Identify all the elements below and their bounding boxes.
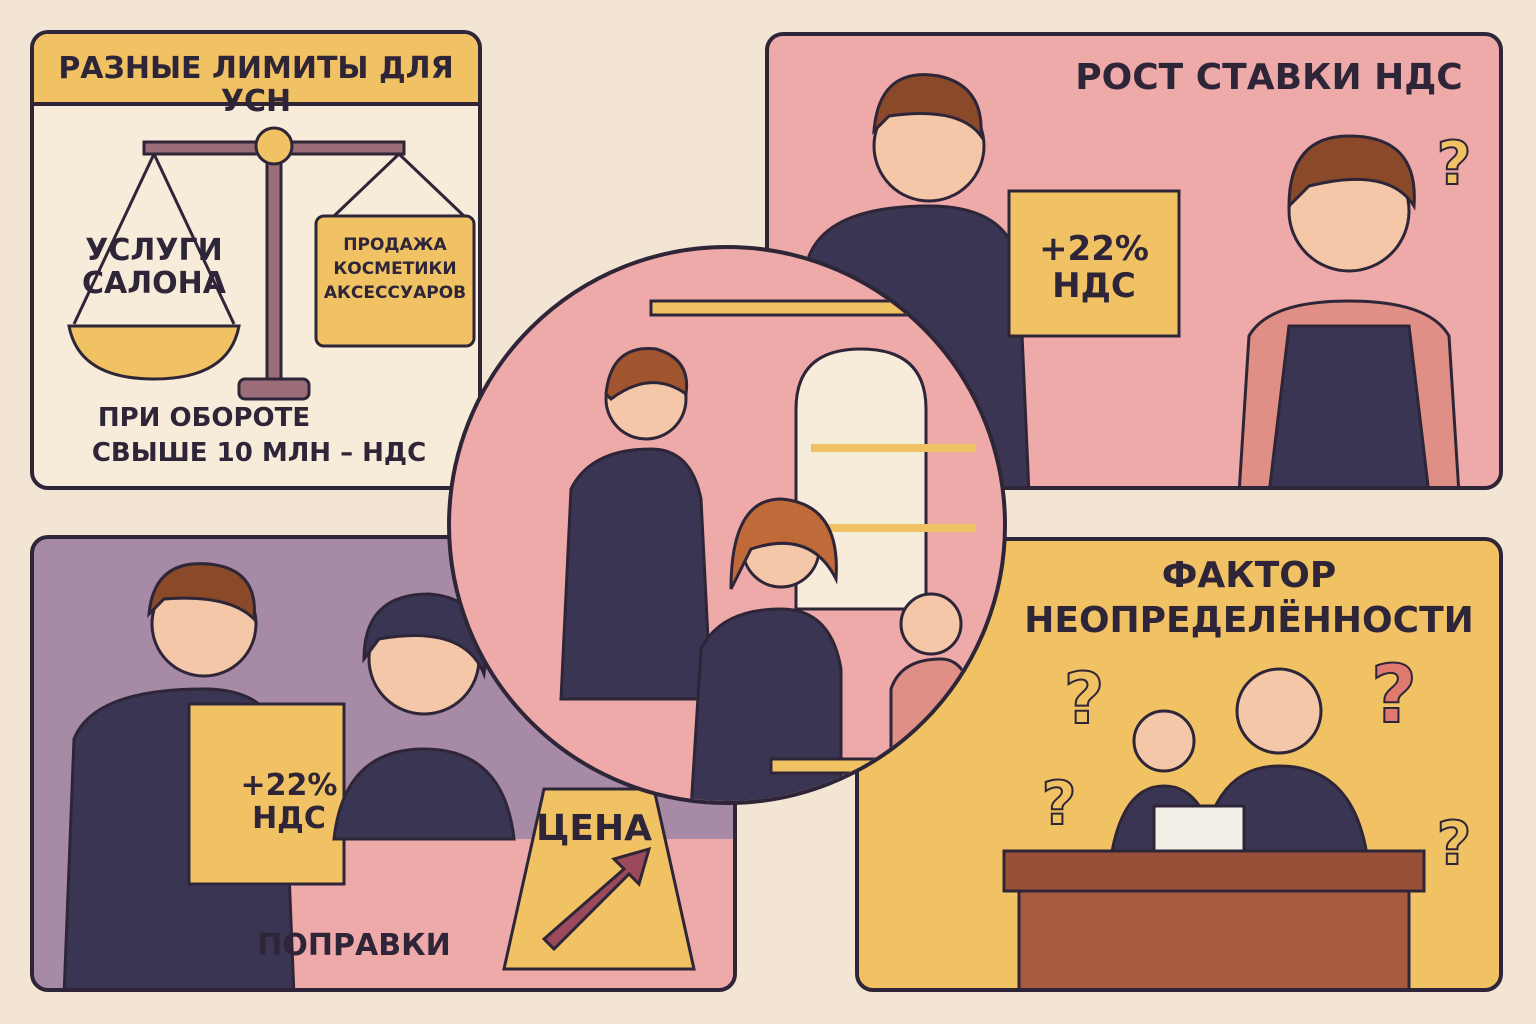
salon-illustration xyxy=(559,299,983,801)
question-mark: ? xyxy=(1041,769,1078,839)
caption-line2: СВЫШЕ 10 МЛН – НДС xyxy=(91,438,427,468)
panel-usn-limits: РАЗНЫЕ ЛИМИТЫ ДЛЯ УСН УСЛУГИ САЛОНА ПРОД… xyxy=(30,30,482,490)
vat-percent: +22% xyxy=(1039,229,1149,269)
panel-title-line2: НЕОПРЕДЕЛЁННОСТИ xyxy=(1024,600,1474,641)
vat-percent: +22% xyxy=(240,768,338,803)
caption-line1: ПРИ ОБОРОТЕ xyxy=(97,403,311,433)
question-mark: ? xyxy=(1063,658,1106,740)
panel-title-line1: ФАКТОР xyxy=(1161,555,1337,596)
panel-uncertainty: ФАКТОР НЕОПРЕДЕЛЁННОСТИ ? ? ? ? xyxy=(855,537,1503,992)
question-mark: ? xyxy=(1370,648,1418,741)
right-box-label: ПРОДАЖА КОСМЕТИКИ АКСЕССУАРОВ xyxy=(323,235,467,303)
panel-title-band xyxy=(34,34,478,106)
man-woman-price-illustration xyxy=(62,562,733,988)
panel-title: РОСТ СТАВКИ НДС xyxy=(1075,57,1463,98)
box-label: +22% НДС xyxy=(1019,229,1169,307)
price-sign: ЦЕНА xyxy=(536,808,652,849)
left-pan-label: УСЛУГИ САЛОНА xyxy=(82,233,226,301)
scale-icon xyxy=(67,126,476,401)
question-mark: ? xyxy=(1436,809,1473,879)
amendments-label: ПОПРАВКИ xyxy=(257,928,451,963)
box-label: +22% НДС xyxy=(234,769,344,835)
vat-word: НДС xyxy=(1052,266,1136,307)
vat-word: НДС xyxy=(252,801,326,836)
panel-title: РАЗНЫЕ ЛИМИТЫ ДЛЯ УСН xyxy=(58,51,454,119)
meeting-illustration xyxy=(1002,667,1426,988)
center-salon-scene xyxy=(447,245,1007,805)
question-mark: ? xyxy=(1436,129,1473,199)
